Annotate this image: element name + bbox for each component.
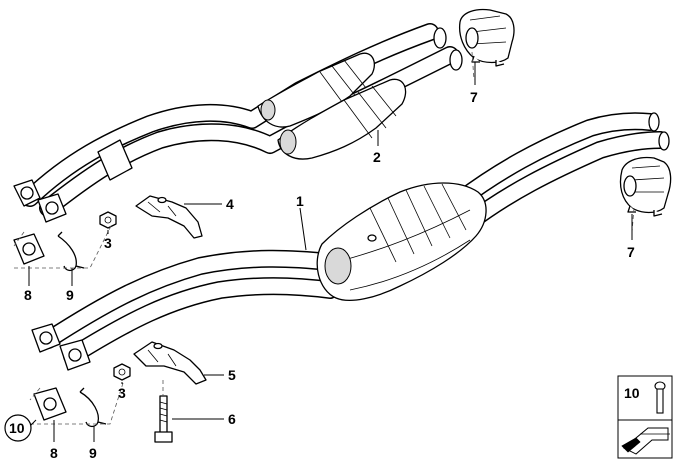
flange-upper-pair (13, 179, 67, 223)
callout-5: 5 (228, 367, 236, 383)
part-3-nut-lower[interactable] (113, 363, 131, 381)
part-4-bracket[interactable] (135, 195, 203, 239)
callout-9-upper: 9 (66, 287, 74, 303)
callout-8-lower: 8 (50, 445, 58, 461)
legend-bolt-number: 10 (624, 385, 640, 401)
part-7-clamp-lower[interactable] (619, 156, 672, 217)
callout-7-lower: 7 (627, 244, 635, 260)
part-1-main-pipe-catalyst[interactable] (39, 112, 670, 365)
callout-4: 4 (226, 196, 234, 212)
callout-1: 1 (296, 193, 304, 209)
part-7-clamp-upper[interactable] (458, 8, 515, 67)
callout-6: 6 (228, 411, 236, 427)
callout-7-upper: 7 (470, 89, 478, 105)
svg-text:10: 10 (9, 420, 25, 436)
bolt-icon (654, 381, 666, 414)
callout-8-upper: 8 (24, 287, 32, 303)
assembly-guide-lines (13, 51, 635, 425)
callout-2: 2 (373, 149, 381, 165)
part-5-bracket[interactable] (133, 341, 207, 385)
flange-lower-pair (31, 323, 91, 371)
callout-3-upper: 3 (104, 235, 112, 251)
callout-9-lower: 9 (89, 445, 97, 461)
part-9-clip-upper[interactable] (57, 231, 85, 272)
part-8-gasket-lower[interactable] (33, 387, 67, 421)
legend-box: 10 (617, 375, 673, 459)
part-6-bolt[interactable] (154, 395, 173, 443)
part-9-clip-lower[interactable] (79, 387, 107, 428)
callout-10-circled: 10 (4, 414, 32, 442)
callout-3-lower: 3 (118, 385, 126, 401)
part-2-front-pipe-twin-catalyst[interactable] (21, 23, 463, 217)
part-8-gasket-upper[interactable] (13, 233, 45, 265)
orientation-arrow-icon (621, 427, 670, 455)
part-3-nut-upper[interactable] (99, 211, 117, 229)
